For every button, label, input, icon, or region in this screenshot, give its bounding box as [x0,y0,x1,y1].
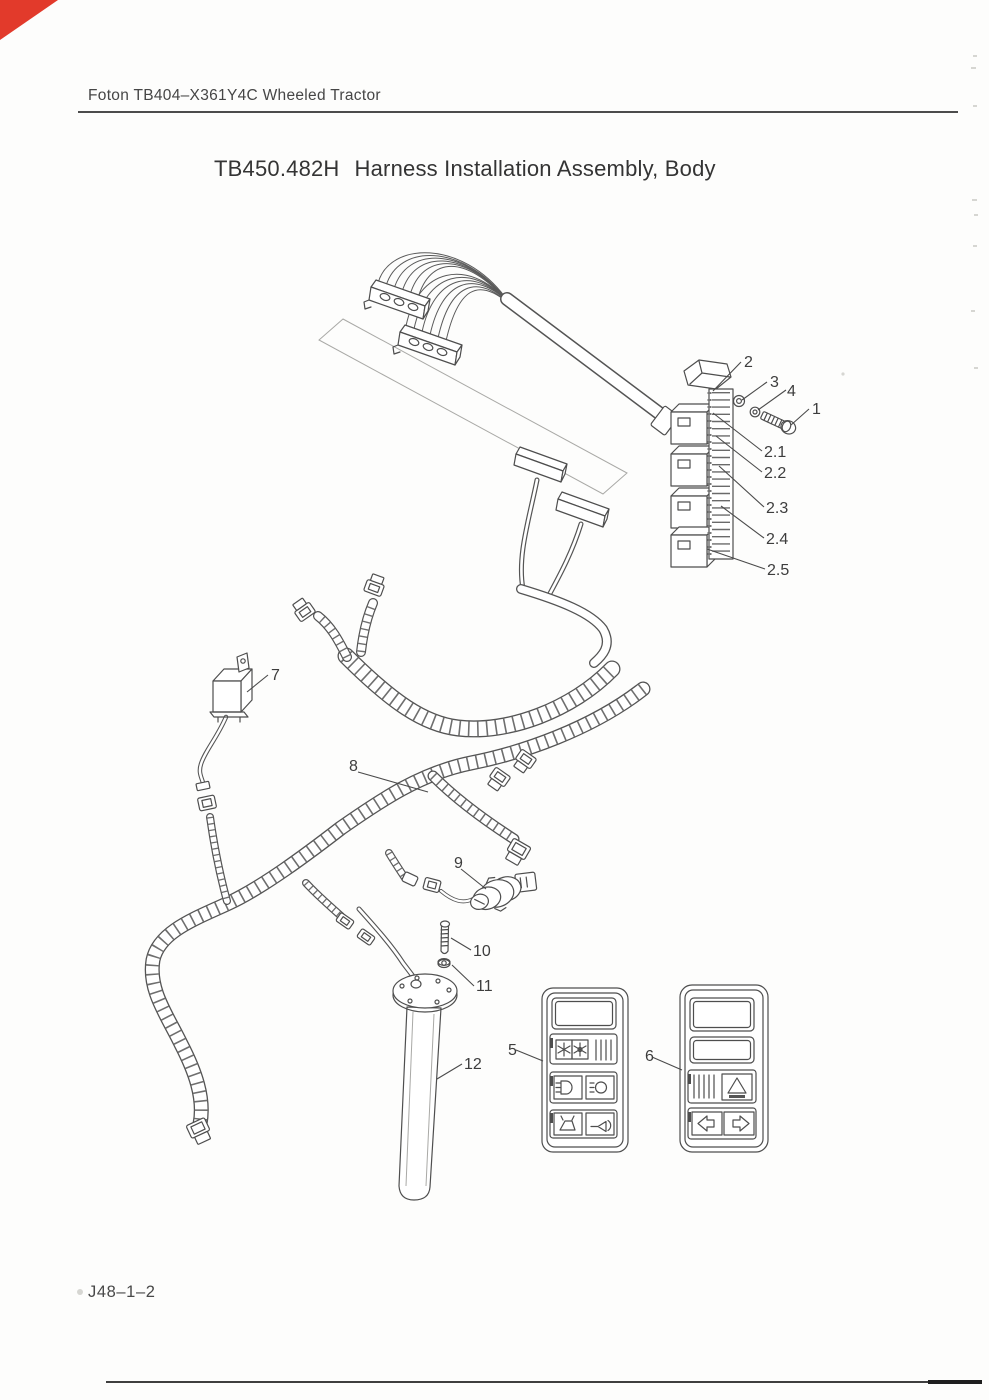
switch-panel-6 [679,984,769,1153]
callout-label-11: 11 [476,978,493,995]
callout-label-5: 5 [508,1042,517,1059]
turn-left-arrow-icon [691,1111,723,1136]
callout-label-2-2: 2.2 [764,465,786,482]
branch-plug [487,767,511,792]
header-rule [78,111,958,113]
leader-line-10 [450,937,472,951]
bottom-edge-line-end [928,1379,982,1384]
leader-line-12 [436,1063,463,1080]
callout-leaders [246,361,810,1080]
leader-line-9 [460,868,487,890]
nut-11 [437,957,451,969]
vent-ribs-icon [693,1074,715,1099]
callout-label-12: 12 [464,1056,482,1073]
callout-label-1: 1 [812,401,821,418]
page-title: TB450.482H Harness Installation Assembly,… [214,156,716,182]
multi-pin-connector-lower [392,324,463,366]
scan-specks [77,55,978,1295]
fuel-sender-12 [392,973,458,1201]
harness-end-plug [186,1117,211,1145]
bar-connectors [513,446,610,602]
relay-7 [195,652,253,812]
bolt-1 [760,411,797,435]
blower-fan-icon [555,1039,589,1060]
leader-line-2-2 [715,435,763,473]
bottom-edge-line [106,1381,982,1384]
callout-label-3: 3 [770,374,779,391]
main-loom [144,573,651,1145]
leader-line-2-3 [718,465,765,508]
branch-plug [292,597,316,622]
branch-plug [505,838,532,866]
leader-line-2-4 [720,505,765,539]
block-terminal-strip [707,388,734,560]
junction-block [670,359,734,568]
callout-label-4: 4 [787,383,796,400]
callout-label-6: 6 [645,1048,654,1065]
callout-label-9: 9 [454,855,463,872]
leader-line-4 [757,389,787,411]
callout-label-2-1: 2.1 [764,444,786,461]
leader-line-8 [357,771,429,793]
branch-plug [513,749,537,774]
callout-label-2: 2 [744,354,753,371]
harness-main-tube [500,292,680,436]
page-number: J48–1–2 [88,1283,156,1301]
callout-label-2-3: 2.3 [766,500,788,517]
ignition-switch-9 [401,871,538,912]
branch-plug [356,928,376,946]
multi-pin-connector-upper [363,279,431,320]
leader-line-11 [451,964,475,987]
branch-plug [335,912,355,930]
position-light-icon [585,1075,615,1100]
washer-3 [732,394,746,408]
title-code: TB450.482H [214,156,340,181]
leader-line-2 [712,361,742,392]
branch-plug [363,573,385,597]
instrument-connectors [363,252,508,366]
vent-ribs-icon [595,1039,612,1061]
leader-line-5 [515,1049,544,1062]
leader-line-3 [741,381,768,401]
hazard-triangle-icon [721,1073,753,1101]
title-text: Harness Installation Assembly, Body [354,156,716,181]
screw-10 [439,920,451,955]
page-header-text: Foton TB404–X361Y4C Wheeled Tractor [88,87,381,104]
phantom-panel-outline [318,318,628,495]
switch-panel-5 [541,987,629,1153]
work-lamp-icon [553,1112,583,1136]
callout-label-8: 8 [349,758,358,775]
leader-line-7 [246,674,269,693]
turn-right-arrow-icon [723,1111,755,1136]
headlight-icon [553,1075,583,1100]
callout-labels: 2 3 4 1 2.1 2.2 2.3 2.4 2.5 7 8 9 10 11 … [271,354,821,1073]
leader-line-6 [651,1056,683,1071]
horn-icon [585,1112,615,1136]
callout-label-2-5: 2.5 [767,562,789,579]
leader-line-1 [790,408,810,426]
callout-label-10: 10 [473,943,491,960]
callout-label-7: 7 [271,667,280,684]
leader-line-2-5 [706,548,766,570]
leader-line-2-1 [712,412,763,452]
washer-4 [749,406,761,418]
callout-label-2-4: 2.4 [766,531,788,548]
